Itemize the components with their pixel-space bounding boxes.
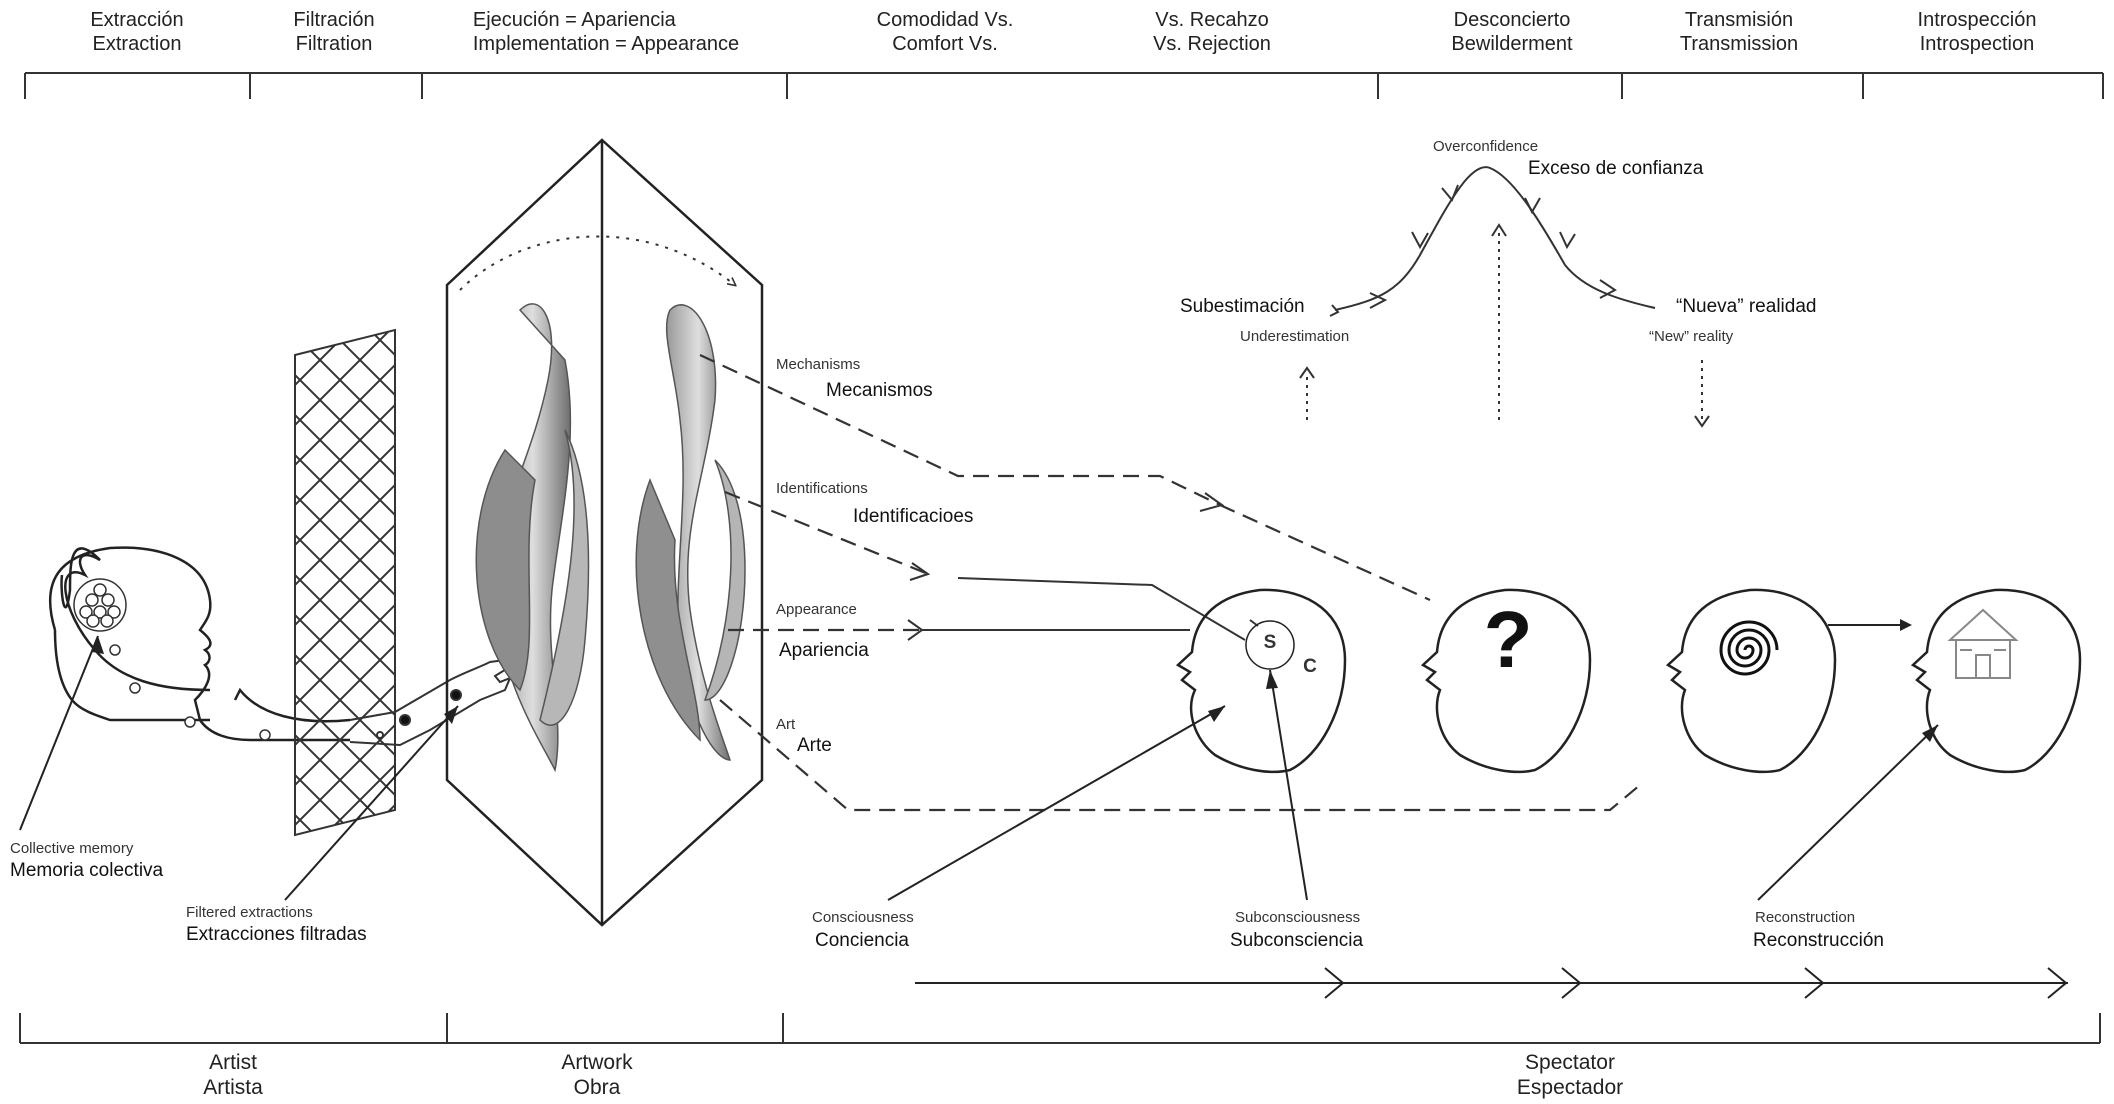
label-identifications-es: Identificacioes: [853, 506, 973, 529]
group-spectator: Spectator Espectador: [1517, 1050, 1623, 1100]
stage-implementation-en: Implementation = Appearance: [473, 32, 739, 56]
label-consciousness-es: Conciencia: [815, 930, 909, 953]
group-artwork: Artwork Obra: [561, 1050, 632, 1100]
stage-introspection-en: Introspection: [1918, 32, 2037, 56]
stage-filtration-es: Filtración: [293, 8, 374, 32]
identifications-line: [725, 492, 928, 574]
flow-lines-solid: [922, 578, 1258, 640]
curve-chevrons: [1330, 185, 1615, 316]
group-artist: Artist Artista: [203, 1050, 263, 1100]
stage-bewilderment-es: Desconcierto: [1451, 8, 1572, 32]
label-collective-memory-es: Memoria colectiva: [10, 860, 163, 883]
label-new-reality-en: “New” reality: [1649, 328, 1733, 346]
stage-introspection-es: Introspección: [1918, 8, 2037, 32]
conscious-c-letter: C: [1303, 656, 1317, 679]
label-overconfidence-es: Exceso de confianza: [1528, 158, 1703, 181]
label-art-en: Art: [776, 716, 795, 734]
label-consciousness-en: Consciousness: [812, 909, 914, 927]
label-filtered-es: Extracciones filtradas: [186, 924, 367, 947]
label-appearance-en: Appearance: [776, 601, 857, 619]
flow-lines: [700, 355, 1640, 810]
filter-mesh: [295, 330, 395, 835]
label-reconstruction-en: Reconstruction: [1755, 909, 1855, 927]
label-collective-memory-en: Collective memory: [10, 840, 133, 858]
stage-extraction-es: Extracción: [90, 8, 183, 32]
stage-rejection-en: Vs. Rejection: [1153, 32, 1271, 56]
bottom-group-bracket: [20, 1013, 2100, 1043]
stage-transmission: Transmisión Transmission: [1680, 8, 1798, 56]
stage-extraction-en: Extraction: [90, 32, 183, 56]
confidence-curve: [1335, 167, 1655, 310]
spectator-head-introspection: [1913, 590, 2080, 772]
group-artist-en: Artist: [203, 1050, 263, 1075]
stage-implementation-es: Ejecución = Apariencia: [473, 8, 739, 32]
label-mechanisms-en: Mechanisms: [776, 356, 860, 374]
stage-implementation: Ejecución = Apariencia Implementation = …: [473, 8, 739, 56]
label-identifications-en: Identifications: [776, 480, 868, 498]
stage-bewilderment: Desconcierto Bewilderment: [1451, 8, 1572, 56]
stage-rejection-es: Vs. Recahzo: [1153, 8, 1271, 32]
label-overconfidence-en: Overconfidence: [1433, 138, 1538, 156]
vertical-arrowheads: [1300, 225, 1709, 426]
spiral-icon: [1721, 622, 1777, 674]
rotation-dotted-arrow: [460, 236, 735, 290]
group-artwork-es: Obra: [561, 1075, 632, 1100]
subconscious-s-letter: S: [1264, 632, 1277, 655]
label-underestimation-es: Subestimación: [1180, 296, 1305, 319]
art-line: [720, 700, 1640, 810]
stage-introspection: Introspección Introspection: [1918, 8, 2037, 56]
stage-rejection: Vs. Recahzo Vs. Rejection: [1153, 8, 1271, 56]
spectator-head-comfort: [1178, 590, 1345, 772]
sculpture-right: [636, 305, 745, 760]
stage-comfort-es: Comodidad Vs.: [877, 8, 1014, 32]
label-subconsciousness-en: Subconsciousness: [1235, 909, 1360, 927]
label-filtered-en: Filtered extractions: [186, 904, 313, 922]
house-icon: [1950, 610, 2016, 678]
stage-transmission-es: Transmisión: [1680, 8, 1798, 32]
group-spectator-es: Espectador: [1517, 1075, 1623, 1100]
group-artist-es: Artista: [203, 1075, 263, 1100]
label-appearance-es: Apariencia: [779, 640, 869, 663]
stage-filtration: Filtración Filtration: [293, 8, 374, 56]
question-mark-icon: ?: [1484, 600, 1533, 680]
mechanisms-line-2: [1220, 505, 1430, 600]
top-stage-bracket: [25, 73, 2103, 99]
stage-comfort: Comodidad Vs. Comfort Vs.: [877, 8, 1014, 56]
group-spectator-en: Spectator: [1517, 1050, 1623, 1075]
label-underestimation-en: Underestimation: [1240, 328, 1349, 346]
label-mechanisms-es: Mecanismos: [826, 380, 933, 403]
sculpture-left: [476, 304, 588, 770]
stage-filtration-en: Filtration: [293, 32, 374, 56]
stage-bewilderment-en: Bewilderment: [1451, 32, 1572, 56]
label-subconsciousness-es: Subconsciencia: [1230, 930, 1363, 953]
label-art-es: Arte: [797, 735, 832, 758]
label-new-reality-es: “Nueva” realidad: [1676, 296, 1816, 319]
label-reconstruction-es: Reconstrucción: [1753, 930, 1884, 953]
group-artwork-en: Artwork: [561, 1050, 632, 1075]
vertical-dotted-arrows: [1307, 228, 1702, 420]
stage-transmission-en: Transmission: [1680, 32, 1798, 56]
spectator-head-transmission: [1668, 590, 1835, 772]
stage-extraction: Extracción Extraction: [90, 8, 183, 56]
stage-comfort-en: Comfort Vs.: [877, 32, 1014, 56]
